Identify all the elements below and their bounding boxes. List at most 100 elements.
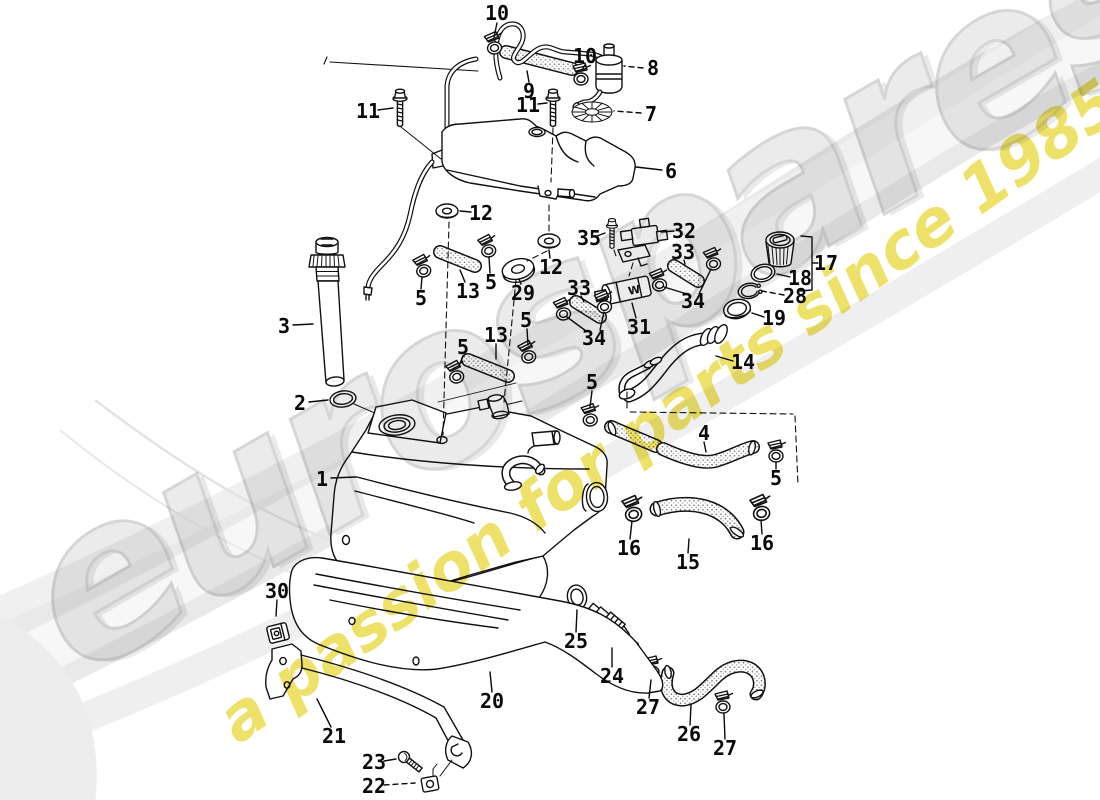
leader-line-11 [377,107,394,111]
callout-21: 21 [322,724,346,748]
callout-33: 33 [671,240,695,264]
feed-tube [363,159,435,301]
leader-line-33 [580,295,585,303]
callout-16: 16 [750,531,774,555]
leader-line-32 [660,230,675,233]
callout-19: 19 [762,306,786,330]
leader-line-10 [493,22,498,38]
washer-hose-9 [444,21,609,134]
clamp-5f [767,439,787,463]
leader-line-1 [330,476,357,479]
callout-34: 34 [582,326,606,350]
callout-12: 12 [539,255,563,279]
leader-line-23 [383,758,397,762]
callout-17: 17 [814,251,838,275]
leader-line-34 [698,268,712,295]
leader-line-31 [631,302,637,319]
leader-line-20 [489,671,493,693]
callout-28: 28 [783,284,807,308]
leader-line-5 [458,355,464,367]
callout-2: 2 [294,391,306,415]
callout-11: 11 [356,99,380,123]
leader-line-16 [760,519,763,535]
callout-25: 25 [564,629,588,653]
screw-11a [392,88,408,128]
callout-5: 5 [485,270,497,294]
leader-line-27 [648,679,652,699]
callout-30: 30 [265,579,289,603]
callout-5: 5 [586,370,598,394]
leader-line-13 [459,269,466,283]
clamp-16b [748,492,775,523]
tank-cover-20 [288,556,664,694]
callout-16: 16 [617,536,641,560]
callout-20: 20 [480,689,504,713]
grommet-7 [571,101,613,123]
leader-line-9 [526,70,530,83]
callout-8: 8 [647,56,659,80]
leader-line-7 [613,110,642,114]
construction-lines [442,127,799,486]
leader-line-25 [575,609,578,633]
leader-line-8 [623,65,644,69]
callout-24: 24 [600,664,624,688]
circlip-28 [737,282,763,300]
leader-line-5 [420,276,423,290]
leader-line-12 [548,249,551,259]
leader-line-27 [723,713,726,740]
leader-line-3 [292,323,314,326]
callout-10: 10 [573,44,597,68]
clamp-34d [702,245,725,272]
callout-6: 6 [665,159,677,183]
leader-line-5 [526,328,529,346]
hose-15 [649,496,745,540]
callout-5: 5 [520,308,532,332]
seal-ring-2 [329,390,357,408]
screw-11a-guide-line [400,126,442,160]
valve-32 [617,217,669,267]
leader-line-30 [275,599,278,617]
callout-13: 13 [456,279,480,303]
leader-line-29 [518,278,522,285]
callout-27: 27 [713,736,737,760]
screw-23 [397,750,423,773]
hose-4 [604,420,760,469]
callout-13: 13 [484,323,508,347]
leader-line-26 [689,704,692,726]
grommet-12b [537,233,561,249]
callout-22: 22 [362,774,386,798]
leader-line-4 [703,441,707,453]
callout-5: 5 [457,335,469,359]
callout-3: 3 [278,314,290,338]
clamp-16a [620,493,647,524]
leader-line-35 [596,232,606,237]
ring-18 [750,263,776,283]
ring-29 [501,257,536,284]
callout-12: 12 [469,201,493,225]
hose-26 [659,659,766,707]
leader-line-33 [683,259,686,265]
nut-22 [420,775,440,793]
leader-line-34 [566,316,587,332]
callout-29: 29 [511,281,535,305]
callout-1: 1 [316,467,328,491]
callout-15: 15 [676,550,700,574]
callout-4: 4 [698,421,710,445]
callout-26: 26 [677,722,701,746]
callout-5: 5 [770,466,782,490]
leader-line-16 [629,520,633,540]
washer-pump-8 [572,43,623,110]
callout-32: 32 [672,219,696,243]
valve-31-marking: W [627,283,642,298]
leader-line-28 [761,290,785,296]
leader-line-15 [687,538,690,554]
screw-11b [545,88,561,128]
filler-pipe-3 [308,236,346,387]
clamp-5b [476,232,501,260]
hose-33a [569,295,607,324]
callout-35: 35 [577,226,601,250]
leader-line-19 [751,312,765,318]
